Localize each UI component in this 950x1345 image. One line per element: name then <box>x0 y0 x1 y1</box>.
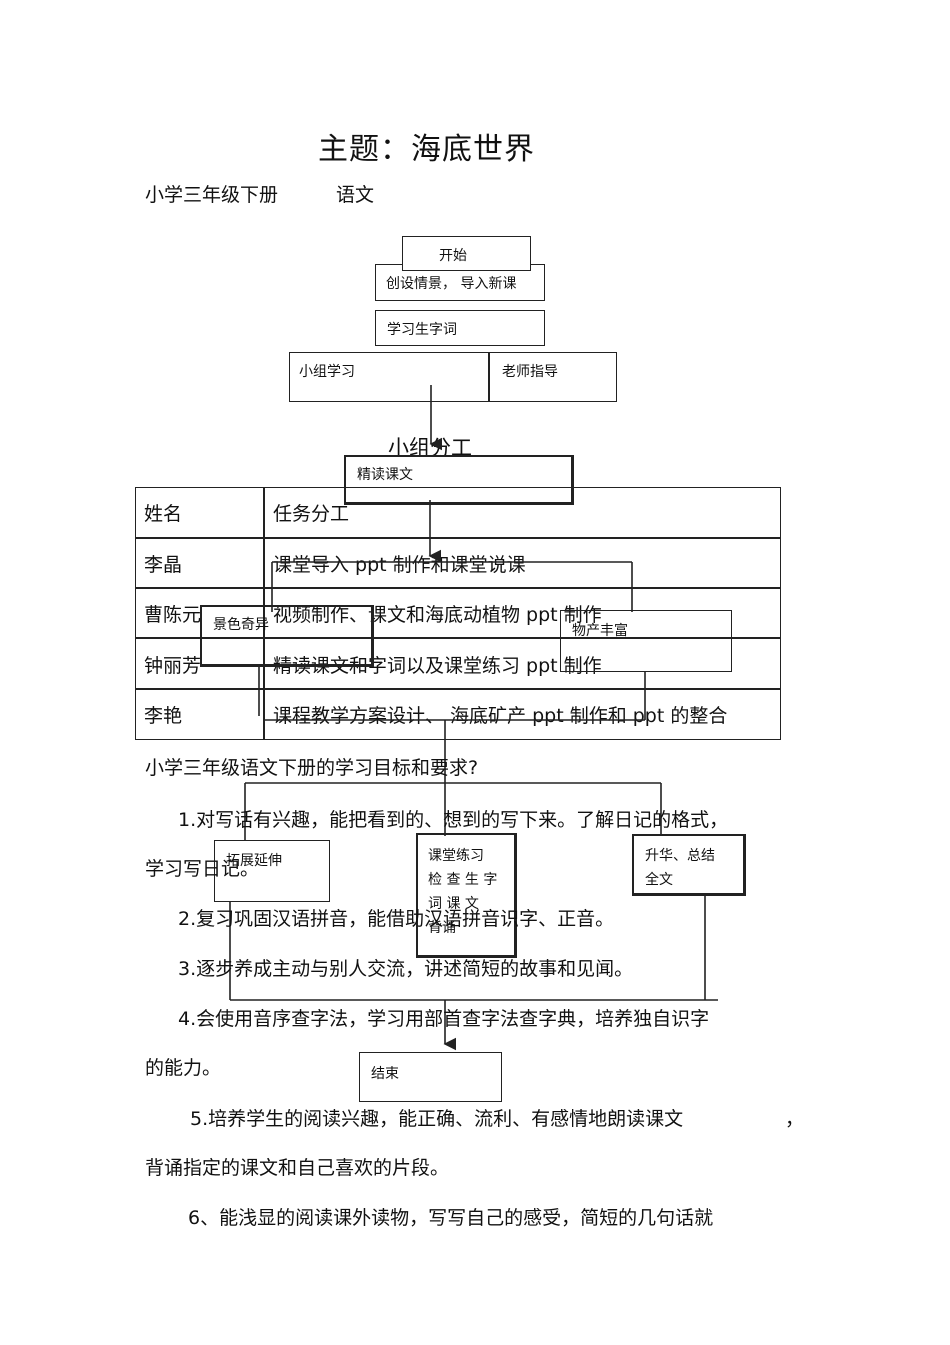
flow-label-end: 结束 <box>371 1066 399 1082</box>
goal-item: 6、能浅显的阅读课外读物，写写自己的感受，简短的几句话就 <box>188 1207 714 1229</box>
table-col-divider <box>263 487 265 740</box>
table-row-divider <box>135 637 781 639</box>
goal-item: 2.复习巩固汉语拼音，能借助汉语拼音识字、正音。 <box>178 908 615 930</box>
flow-box-study-divider <box>488 352 490 402</box>
goal-item-comma: ， <box>785 1108 805 1130</box>
flow-label-practice: 背诵 <box>428 920 456 936</box>
flow-label-practice: 课堂练习 <box>428 848 484 864</box>
flow-label-read-text: 精读课文 <box>357 467 413 483</box>
flow-label-products: 物产丰富 <box>572 623 628 639</box>
flow-label-teacher-guide: 老师指导 <box>502 364 558 380</box>
flow-label-intro: 创设情景， 导入新课 <box>386 276 517 292</box>
table-header-name: 姓名 <box>144 503 183 525</box>
flow-box-practice <box>416 833 517 958</box>
flow-box-study <box>289 352 617 402</box>
table-row-divider <box>135 537 781 539</box>
flow-box-learn-words <box>375 310 545 346</box>
goal-item: 4.会使用音序查字法，学习用部首查字法查字典，培养独自识字 <box>178 1008 710 1030</box>
flow-box-read-text <box>344 455 574 505</box>
table-cell-task: 精读课文和字词以及课堂练习 ppt 制作 <box>273 655 602 677</box>
table-cell-task: 视频制作、课文和海底动植物 ppt 制作 <box>273 604 602 626</box>
table-border <box>135 487 781 740</box>
subject-label: 语文 <box>336 184 375 206</box>
flow-label-practice: 检 查 生 字 <box>428 872 498 888</box>
goal-item: 3.逐步养成主动与别人交流，讲述简短的故事和见闻。 <box>178 958 634 980</box>
table-cell-name: 李晶 <box>144 554 183 576</box>
flow-box-products <box>560 610 732 672</box>
table-header-task: 任务分工 <box>273 503 350 525</box>
goal-item: 1.对写话有兴趣，能把看到的、想到的写下来。了解日记的格式， <box>178 809 729 831</box>
goals-heading: 小学三年级语文下册的学习目标和要求? <box>145 757 479 779</box>
table-cell-name: 曹陈元 <box>144 604 202 626</box>
flow-box-summary <box>632 834 746 896</box>
goal-item: 5.培养学生的阅读兴趣，能正确、流利、有感情地朗读课文 <box>190 1108 684 1130</box>
flow-box-start <box>402 236 531 271</box>
flow-label-practice: 词 课 文 <box>428 896 479 912</box>
flow-box-extension <box>214 840 330 902</box>
goal-item: 学习写日记。 <box>145 858 260 880</box>
table-row-divider <box>135 688 781 690</box>
page-title: 主题：海底世界 <box>318 132 535 167</box>
flow-label-extension: 拓展延伸 <box>226 853 282 869</box>
goal-item: 的能力。 <box>145 1057 222 1079</box>
flow-box-end <box>359 1052 502 1102</box>
flow-label-scenery: 景色奇异 <box>213 617 269 633</box>
flow-label-summary: 升华、总结 <box>645 848 715 864</box>
table-cell-name: 李艳 <box>144 705 183 727</box>
table-cell-name: 钟丽芳 <box>144 655 202 677</box>
flow-label-learn-words: 学习生字词 <box>387 322 457 338</box>
flow-label-summary: 全文 <box>645 872 673 888</box>
table-row-divider <box>135 587 781 589</box>
grade-label: 小学三年级下册 <box>145 184 279 206</box>
table-cell-task: 课程教学方案设计、 海底矿产 ppt 制作和 ppt 的整合 <box>273 705 728 727</box>
flow-label-group-study: 小组学习 <box>299 364 355 380</box>
goal-item: 背诵指定的课文和自己喜欢的片段。 <box>145 1157 450 1179</box>
table-cell-task: 课堂导入 ppt 制作和课堂说课 <box>273 554 526 576</box>
flow-box-scenery <box>200 605 374 667</box>
flow-label-start: 开始 <box>439 248 467 264</box>
